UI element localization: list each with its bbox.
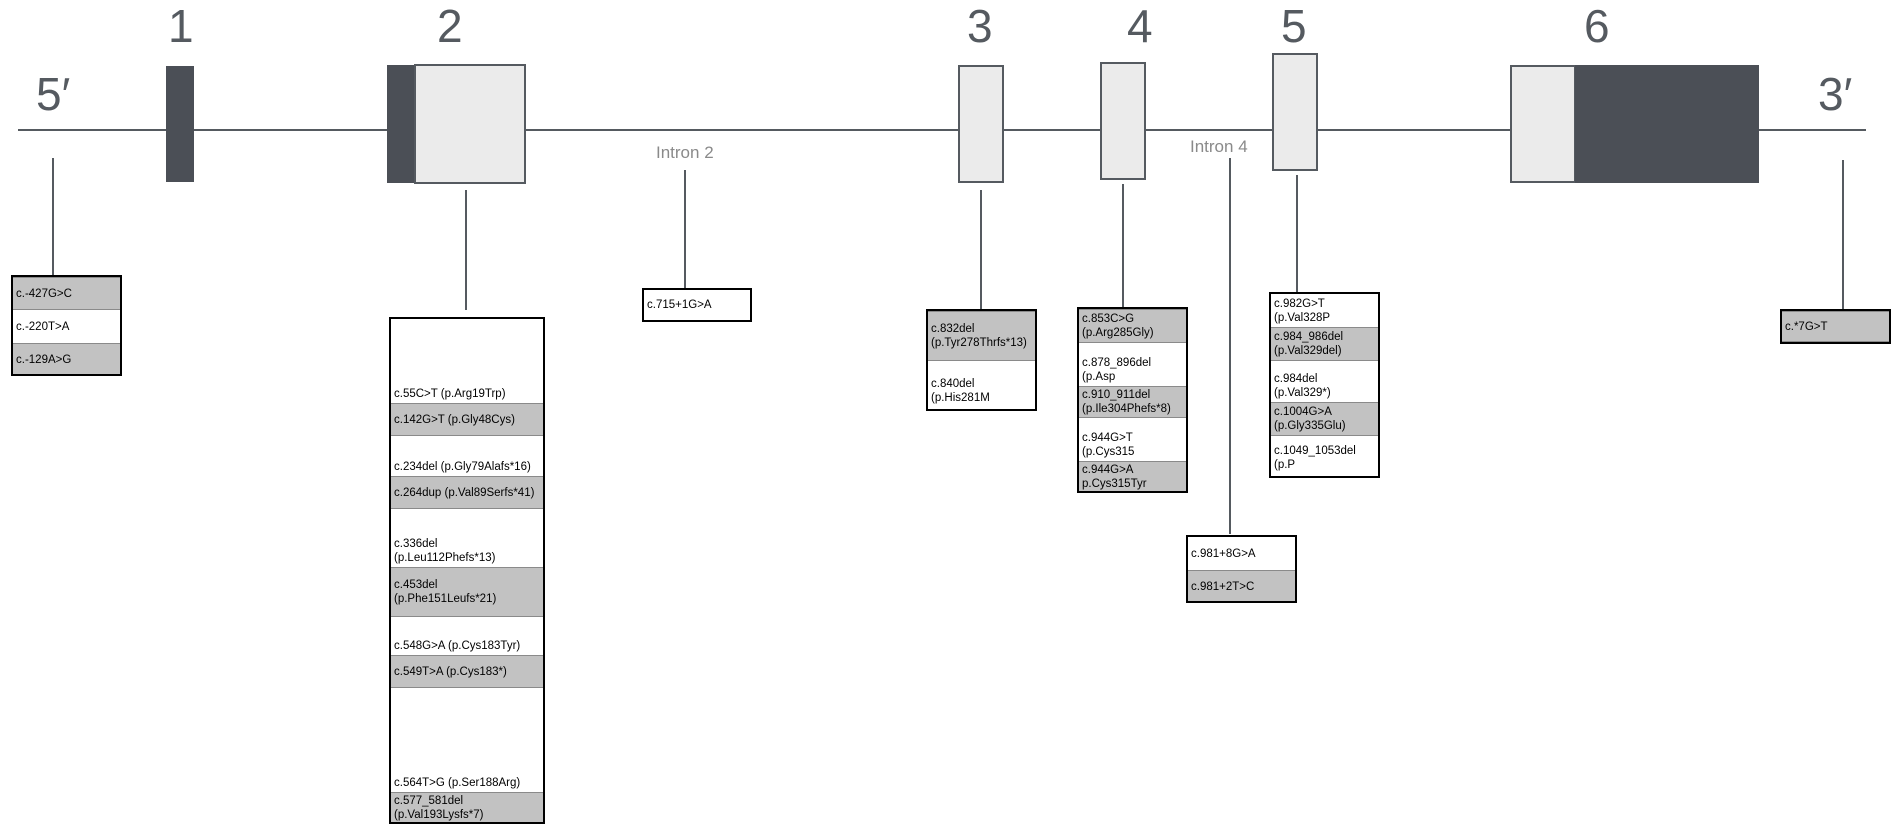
exon-4-box (1100, 62, 1146, 180)
variant-item: c.984del (p.Val329*) (1274, 373, 1331, 399)
variant-item: c.1004G>A (p.Gly335Glu) (1271, 402, 1378, 436)
exon-3-number: 3 (967, 0, 993, 52)
variant-item: c.*7G>T (1782, 311, 1889, 342)
variant-item: c.981+2T>C (1188, 570, 1295, 601)
exon-5-number: 5 (1281, 0, 1307, 52)
variant-item: c.910_911del (p.Ile304Phefs*8) (1079, 386, 1186, 418)
exon-2-number: 2 (437, 0, 463, 52)
variant-box-exon-4: c.853C>G (p.Arg285Gly) c.878_896del (p.A… (1077, 307, 1188, 493)
variant-item: c.142G>T (p.Gly48Cys) (391, 403, 543, 436)
intron-2-label: Intron 2 (656, 143, 714, 162)
intron-4-label: Intron 4 (1190, 137, 1248, 156)
variant-item: c.853C>G (p.Arg285Gly) (1079, 309, 1186, 343)
variant-box-exon-3: c.832del (p.Tyr278Thrfs*13) c.840del (p.… (926, 309, 1037, 411)
variant-item: c.-427G>C (13, 277, 120, 310)
variant-item: c.832del (p.Tyr278Thrfs*13) (928, 311, 1035, 361)
variant-item: c.944G>A p.Cys315Tyr (1079, 461, 1186, 491)
variant-item: c.981+8G>A (1191, 547, 1256, 560)
exon-6-coding (1575, 65, 1759, 183)
variant-box-exon-5: c.982G>T (p.Val328P c.984_986del (p.Val3… (1269, 292, 1380, 478)
exon-1-number: 1 (168, 0, 194, 52)
variant-item: c.55C>T (p.Arg19Trp) (394, 388, 506, 400)
variant-box-exon-2: c.55C>T (p.Arg19Trp) c.142G>T (p.Gly48Cy… (389, 317, 545, 824)
exon-3-box (958, 65, 1004, 183)
variant-item: c.715+1G>A (647, 299, 712, 311)
variant-item: c.878_896del (p.Asp (1082, 357, 1152, 383)
exon-2-coding (387, 65, 415, 183)
exon-6-utr (1510, 65, 1576, 183)
variant-item: c.336del (p.Leu112Phefs*13) (394, 538, 496, 564)
variant-box-intron-4: c.981+8G>A c.981+2T>C (1186, 535, 1297, 603)
variant-item: c.-220T>A (16, 320, 70, 333)
variant-box-3-utr: c.*7G>T (1780, 309, 1891, 344)
variant-item: c.234del (p.Gly79Alafs*16) (394, 461, 531, 473)
variant-item: c.453del (p.Phe151Leufs*21) (391, 567, 543, 617)
variant-item: c.1049_1053del (p.P (1274, 445, 1356, 471)
variant-item: c.-129A>G (13, 343, 120, 374)
variant-item: c.944G>T (p.Cys315 (1082, 432, 1135, 458)
variant-box-5-utr: c.-427G>C c.-220T>A c.-129A>G (11, 275, 122, 376)
exon-2-utr (414, 64, 526, 184)
three-prime-label: 3′ (1818, 68, 1852, 120)
variant-item: c.984_986del (p.Val329del) (1271, 327, 1378, 361)
variant-box-intron-2: c.715+1G>A (642, 288, 752, 322)
exon-5-box (1272, 53, 1318, 171)
variant-item: c.549T>A (p.Cys183*) (391, 655, 543, 688)
variant-item: c.548G>A (p.Cys183Tyr) (394, 640, 521, 652)
variant-item: c.840del (p.His281M (931, 378, 990, 404)
exon-4-number: 4 (1127, 0, 1153, 52)
exon-6-number: 6 (1584, 0, 1610, 52)
exon-1-coding (166, 66, 194, 182)
five-prime-label: 5′ (36, 68, 70, 120)
variant-item: c.982G>T (p.Val328P (1274, 297, 1331, 324)
variant-item: c.264dup (p.Val89Serfs*41) (391, 476, 543, 509)
variant-item: c.564T>G (p.Ser188Arg) (394, 777, 521, 789)
variant-item: c.577_581del (p.Val193Lysfs*7) (391, 792, 543, 822)
